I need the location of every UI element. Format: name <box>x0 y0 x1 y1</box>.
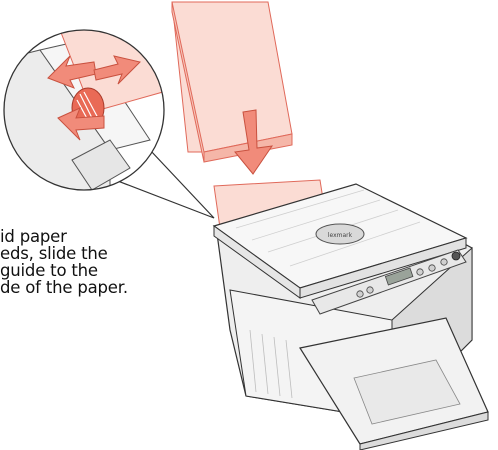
lid-badge: lexmark <box>316 224 364 244</box>
panel-button[interactable] <box>429 265 435 271</box>
power-button[interactable] <box>452 252 460 260</box>
caption-line: id paper <box>0 228 230 245</box>
paper-stack <box>172 2 292 162</box>
lid-badge-text: lexmark <box>328 232 353 239</box>
panel-button[interactable] <box>357 291 363 297</box>
panel-button[interactable] <box>441 259 447 265</box>
printer: lexmark <box>214 184 488 450</box>
caption-line: guide to the <box>0 262 230 279</box>
panel-button[interactable] <box>367 287 373 293</box>
instruction-caption: id paper eds, slide the guide to the de … <box>0 228 230 296</box>
caption-line: eds, slide the <box>0 245 230 262</box>
caption-line: de of the paper. <box>0 279 230 296</box>
panel-button[interactable] <box>417 269 423 275</box>
